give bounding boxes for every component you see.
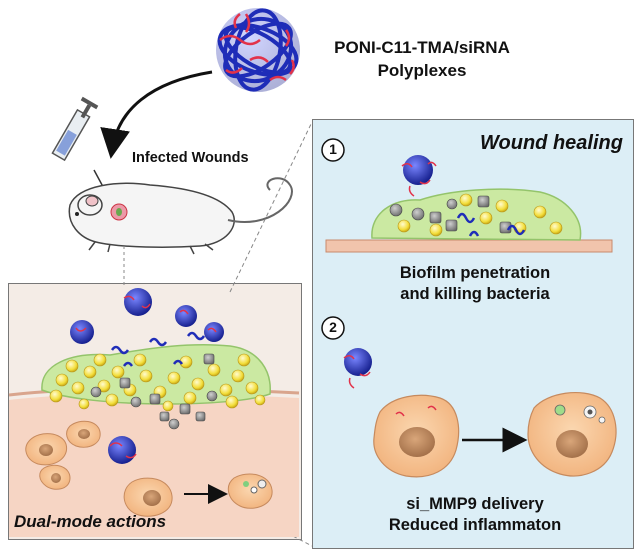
- step1-caption-line1: Biofilm penetration: [399, 264, 551, 282]
- polyplex-icon: [70, 288, 224, 464]
- mouse-icon: [68, 177, 293, 255]
- step2-caption-line2: Reduced inflammaton: [388, 516, 562, 534]
- syringe-icon: [51, 96, 109, 197]
- step2-badge: [321, 316, 345, 340]
- wound-healing-title: Wound healing: [480, 132, 623, 154]
- step2-caption-line1: si_MMP9 delivery: [406, 495, 544, 513]
- step1-number: 1: [329, 141, 337, 157]
- polyplex-title-line1: PONI-C11-TMA/siRNA: [334, 38, 510, 57]
- dual-mode-caption: Dual-mode actions: [14, 512, 167, 531]
- curved-arrow: [100, 70, 213, 159]
- step2-number: 2: [329, 319, 337, 335]
- infected-wounds-label: Infected Wounds: [132, 150, 249, 166]
- right-panel-scene: [321, 138, 617, 478]
- left-panel-scene: [8, 288, 300, 537]
- polyplex-title-line2: Polyplexes: [377, 61, 467, 80]
- polyplex-large-icon: [216, 8, 300, 92]
- step1-caption-line2: and killing bacteria: [400, 285, 550, 303]
- zoom-line: [229, 121, 313, 293]
- step1-badge: [321, 138, 345, 162]
